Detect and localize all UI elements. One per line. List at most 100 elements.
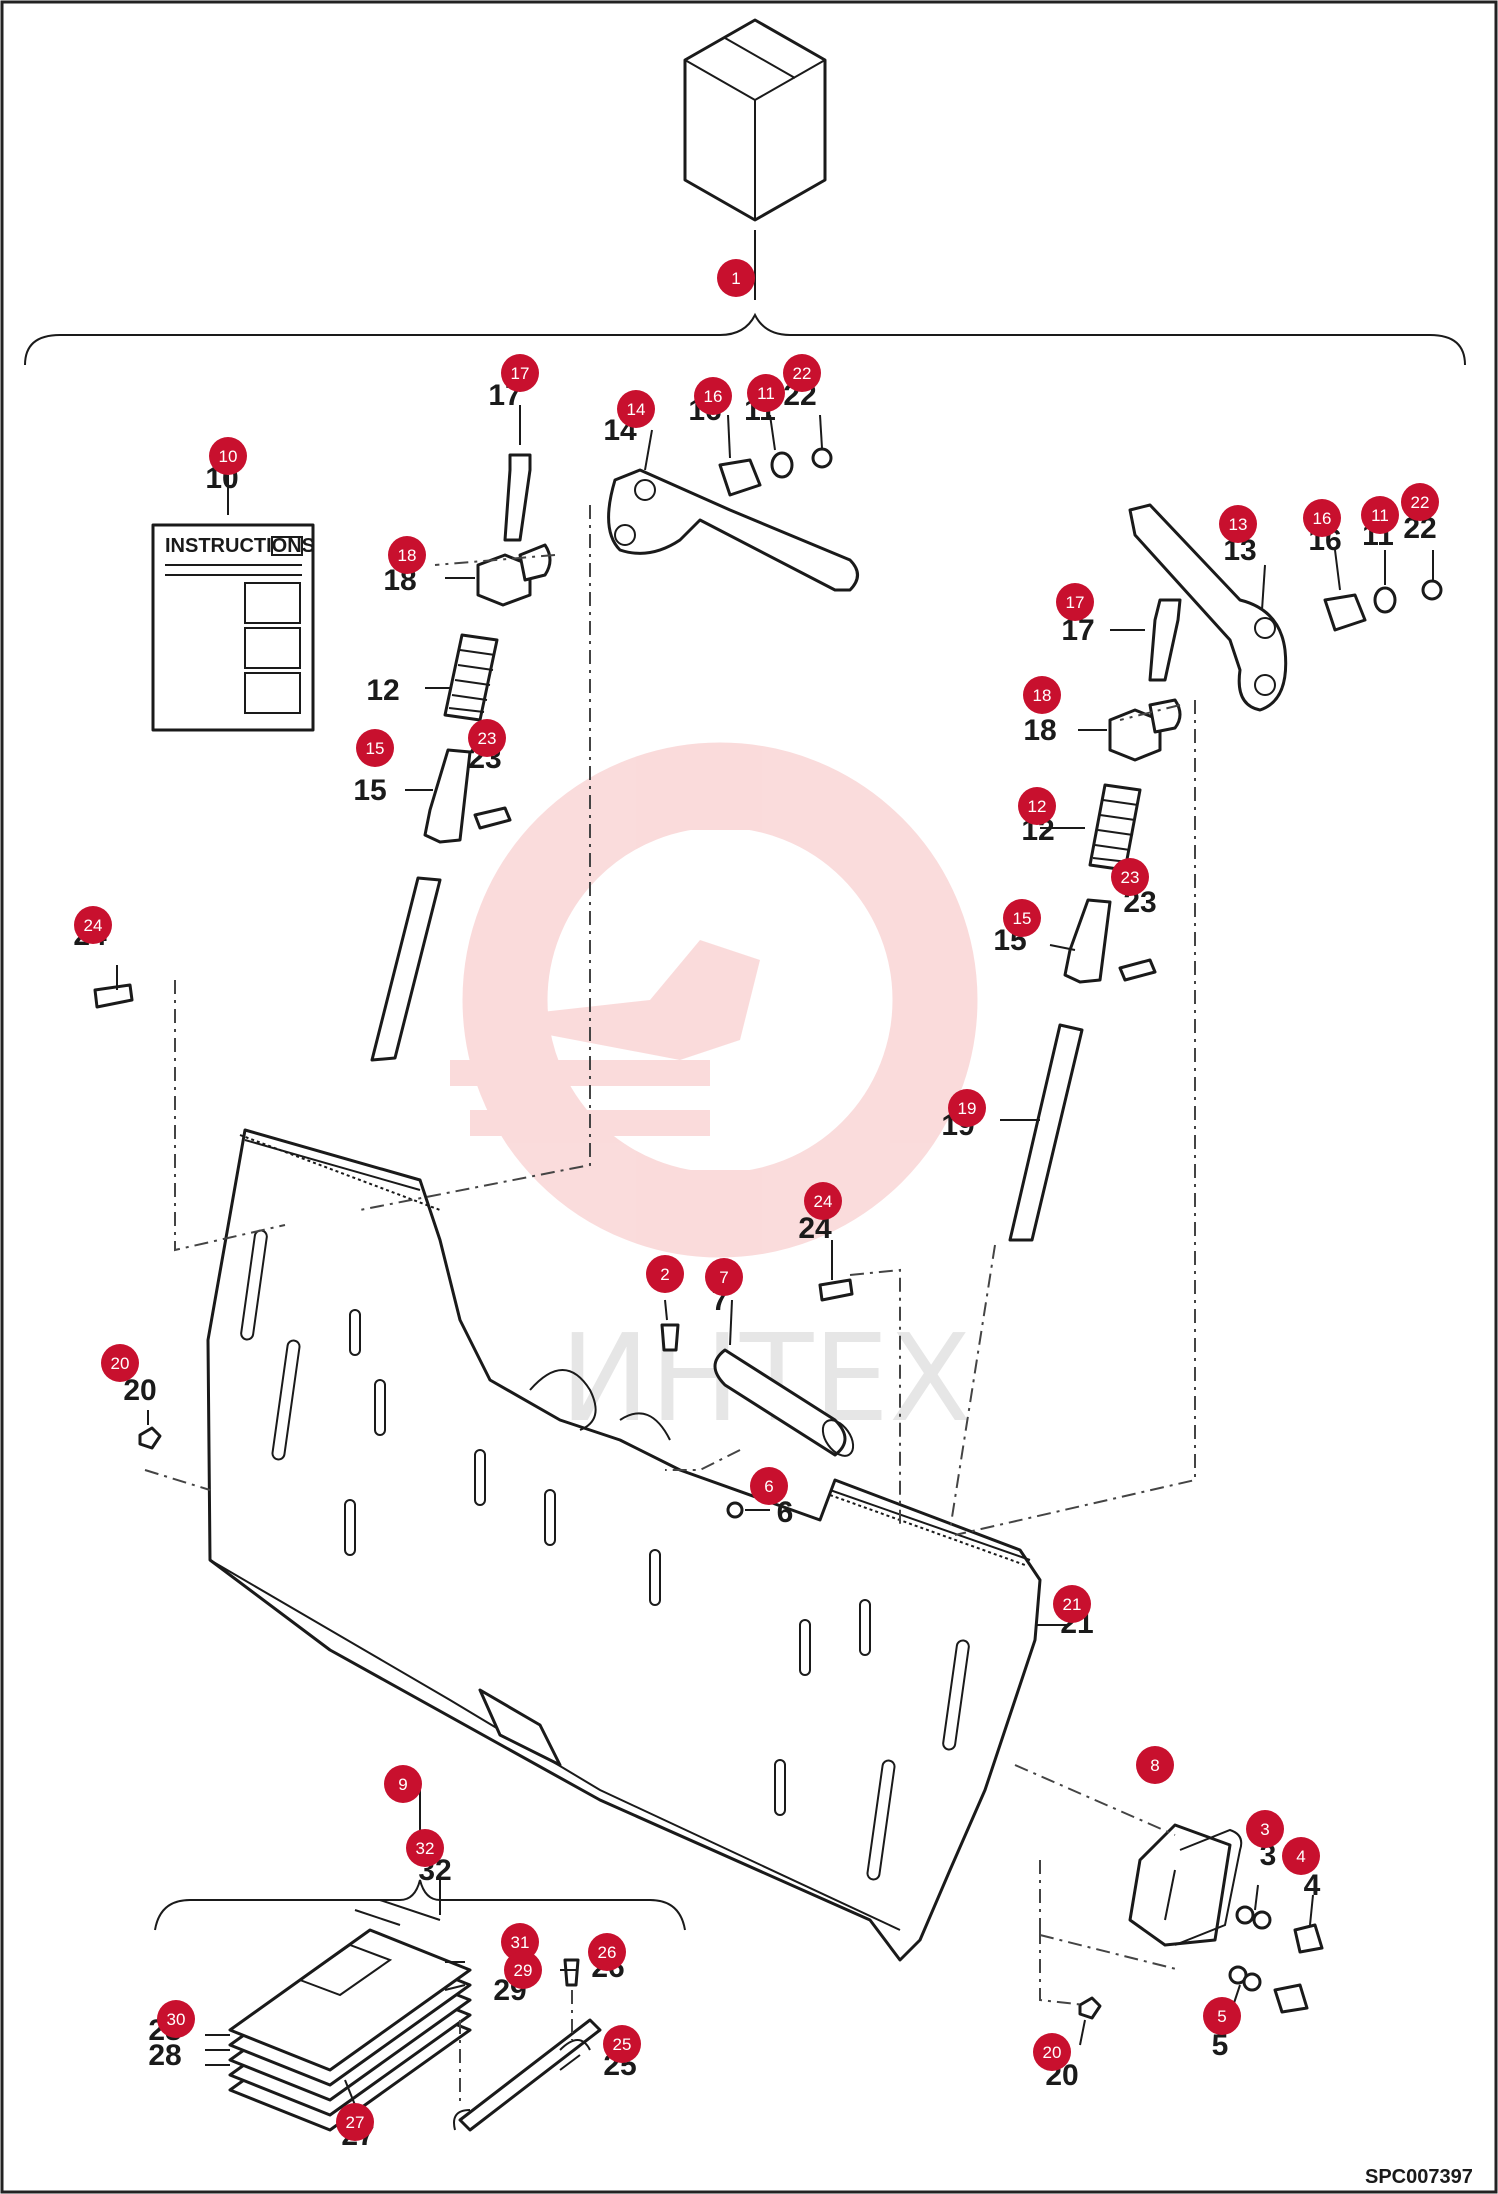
callout-marker-number: 17 <box>1066 593 1085 612</box>
callout-marker-18[interactable]: 18 <box>1023 676 1061 714</box>
callout-marker-dot <box>1111 858 1149 896</box>
callout-marker-26[interactable]: 26 <box>588 1933 626 1971</box>
callout-marker-number: 22 <box>1411 493 1430 512</box>
callout-marker-7[interactable]: 7 <box>705 1258 743 1296</box>
callout-marker-2[interactable]: 2 <box>646 1255 684 1293</box>
callout-marker-number: 19 <box>958 1099 977 1118</box>
callout-marker-dot <box>1033 2033 1071 2071</box>
mounting-plate-part <box>206 1128 1042 1962</box>
callout-marker-11[interactable]: 11 <box>1361 496 1399 534</box>
callout-marker-24[interactable]: 24 <box>804 1182 842 1220</box>
callout-marker-dot <box>1282 1837 1320 1875</box>
decal-stack-part <box>228 1899 472 2132</box>
callout-marker-number: 2 <box>660 1265 669 1284</box>
callout-marker-12[interactable]: 12 <box>1018 787 1056 825</box>
callout-marker-number: 30 <box>167 2010 186 2029</box>
callout-marker-dot <box>747 374 785 412</box>
nut-20-right-part <box>1078 1996 1102 2020</box>
pin-left-part <box>473 806 512 830</box>
shaft-left-part <box>423 748 472 844</box>
clip-6-part <box>726 1501 744 1519</box>
callout-marker-dot <box>406 1829 444 1867</box>
callout-label-28: 28 <box>148 2039 181 2072</box>
callout-marker-8[interactable]: 8 <box>1136 1746 1174 1784</box>
callout-marker-31[interactable]: 31 <box>501 1923 539 1961</box>
instructions-label: INSTRUCTIONS <box>165 535 315 557</box>
callout-label-6: 6 <box>777 1496 794 1529</box>
callout-marker-number: 5 <box>1217 2007 1226 2026</box>
bracket-25-part <box>458 2018 602 2132</box>
callout-marker-6[interactable]: 6 <box>750 1467 788 1505</box>
callout-marker-dot <box>504 1951 542 1989</box>
callout-marker-32[interactable]: 32 <box>406 1829 444 1867</box>
callout-label-15: 15 <box>353 774 386 807</box>
callout-marker-23[interactable]: 23 <box>1111 858 1149 896</box>
callout-marker-number: 17 <box>511 364 530 383</box>
callout-marker-dot <box>603 2025 641 2063</box>
callout-marker-4[interactable]: 4 <box>1282 1837 1320 1875</box>
pin-2-part <box>660 1323 680 1352</box>
callout-marker-14[interactable]: 14 <box>617 390 655 428</box>
callout-marker-17[interactable]: 17 <box>1056 583 1094 621</box>
callout-marker-30[interactable]: 30 <box>157 2000 195 2038</box>
callout-marker-dot <box>501 354 539 392</box>
callout-marker-5[interactable]: 5 <box>1203 1997 1241 2035</box>
callout-marker-17[interactable]: 17 <box>501 354 539 392</box>
callout-marker-15[interactable]: 15 <box>356 729 394 767</box>
callout-marker-27[interactable]: 27 <box>336 2103 374 2141</box>
callout-marker-11[interactable]: 11 <box>747 374 785 412</box>
callout-marker-1[interactable]: 1 <box>717 259 755 297</box>
callout-marker-20[interactable]: 20 <box>101 1344 139 1382</box>
callout-marker-22[interactable]: 22 <box>1401 483 1439 521</box>
callout-marker-number: 26 <box>598 1943 617 1962</box>
callout-marker-dot <box>101 1344 139 1382</box>
callout-marker-dot <box>388 536 426 574</box>
callout-marker-number: 3 <box>1260 1820 1269 1839</box>
decal-kit-brace <box>154 1879 686 1931</box>
callout-marker-21[interactable]: 21 <box>1053 1585 1091 1623</box>
callout-marker-number: 24 <box>814 1192 833 1211</box>
callout-marker-number: 15 <box>366 739 385 758</box>
callout-marker-number: 29 <box>514 1961 533 1980</box>
pin-right-part <box>1118 958 1157 982</box>
callout-marker-9[interactable]: 9 <box>384 1765 422 1803</box>
callout-marker-dot <box>1136 1746 1174 1784</box>
callout-marker-16[interactable]: 16 <box>694 377 732 415</box>
callout-marker-number: 16 <box>1313 509 1332 528</box>
spring-16-left-part <box>718 458 762 497</box>
callout-marker-number: 32 <box>416 1839 435 1858</box>
callout-marker-16[interactable]: 16 <box>1303 499 1341 537</box>
callout-marker-10[interactable]: 10 <box>209 437 247 475</box>
kit-box-part <box>683 18 827 222</box>
leader-lines <box>116 230 1434 2106</box>
watermark-gear-icon <box>450 742 978 1258</box>
callout-marker-number: 8 <box>1150 1756 1159 1775</box>
callout-marker-24[interactable]: 24 <box>74 906 112 944</box>
callout-marker-dot <box>1219 505 1257 543</box>
callout-marker-18[interactable]: 18 <box>388 536 426 574</box>
callout-marker-number: 24 <box>84 916 103 935</box>
callout-marker-15[interactable]: 15 <box>1003 899 1041 937</box>
callout-marker-25[interactable]: 25 <box>603 2025 641 2063</box>
callout-marker-dot <box>804 1182 842 1220</box>
callout-marker-29[interactable]: 29 <box>504 1951 542 1989</box>
callout-marker-23[interactable]: 23 <box>468 719 506 757</box>
bolt-4-part <box>1293 1923 1324 1954</box>
callout-marker-number: 4 <box>1296 1847 1305 1866</box>
callout-marker-number: 9 <box>398 1775 407 1794</box>
bolt-right-part <box>1148 598 1182 682</box>
callout-marker-dot <box>468 719 506 757</box>
callout-marker-dot <box>750 1467 788 1505</box>
callout-marker-dot <box>1053 1585 1091 1623</box>
callout-marker-3[interactable]: 3 <box>1246 1810 1284 1848</box>
callout-marker-19[interactable]: 19 <box>948 1089 986 1127</box>
callout-marker-dot <box>783 354 821 392</box>
callout-marker-number: 1 <box>731 269 740 288</box>
callout-marker-22[interactable]: 22 <box>783 354 821 392</box>
callout-marker-20[interactable]: 20 <box>1033 2033 1071 2071</box>
callout-marker-number: 20 <box>111 1354 130 1373</box>
callout-marker-13[interactable]: 13 <box>1219 505 1257 543</box>
pin-7-part <box>713 1348 847 1457</box>
block-right-part <box>1108 708 1162 762</box>
